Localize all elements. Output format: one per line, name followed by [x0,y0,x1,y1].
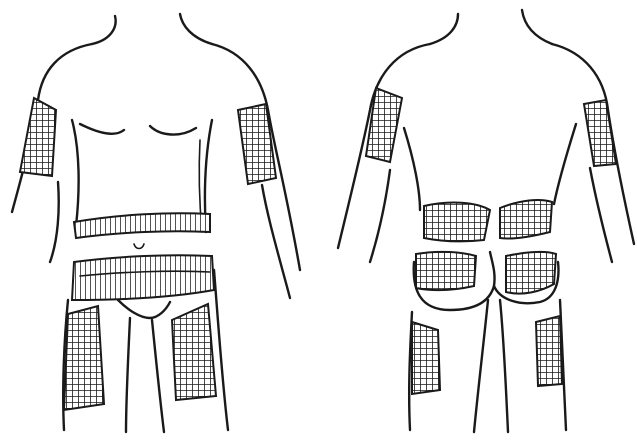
front-thigh-left-site [64,306,104,410]
back-lower-back-right-site [500,200,552,239]
back-torso-left [404,128,420,210]
back-neck-right [522,10,552,44]
back-lower-back-left-site [424,203,490,242]
back-thigh-right-site [536,316,562,386]
front-abdomen-band-upper-site [74,213,210,238]
front-neck-left [92,16,116,44]
back-right-leg-inner [500,300,508,432]
back-figure [338,10,634,432]
front-upper-arm-left-site [20,98,56,176]
back-right-inner-arm [590,168,612,262]
front-right-leg-inner [152,320,164,432]
back-torso-right [554,124,576,204]
back-upper-arm-right-site [584,100,616,166]
front-torso-left [72,120,79,226]
back-buttock-right-site [506,252,556,294]
back-left-inner-arm [370,170,390,262]
front-left-inner-arm [50,182,59,262]
front-right-leg-outer [214,270,228,430]
front-crotch [118,300,170,318]
front-neck-right [180,14,212,44]
back-left-leg-inner [474,300,488,432]
front-chest-right [150,126,196,135]
back-buttock-left-site [416,252,476,290]
back-thigh-left-site [412,322,440,394]
front-thigh-right-site [172,304,216,400]
back-neck-left [430,14,458,44]
front-abdomen-band-lower-site [72,255,214,300]
front-figure [12,14,300,432]
front-left-leg-inner [126,318,130,432]
front-navel [134,244,144,249]
front-chest-left [80,124,124,134]
